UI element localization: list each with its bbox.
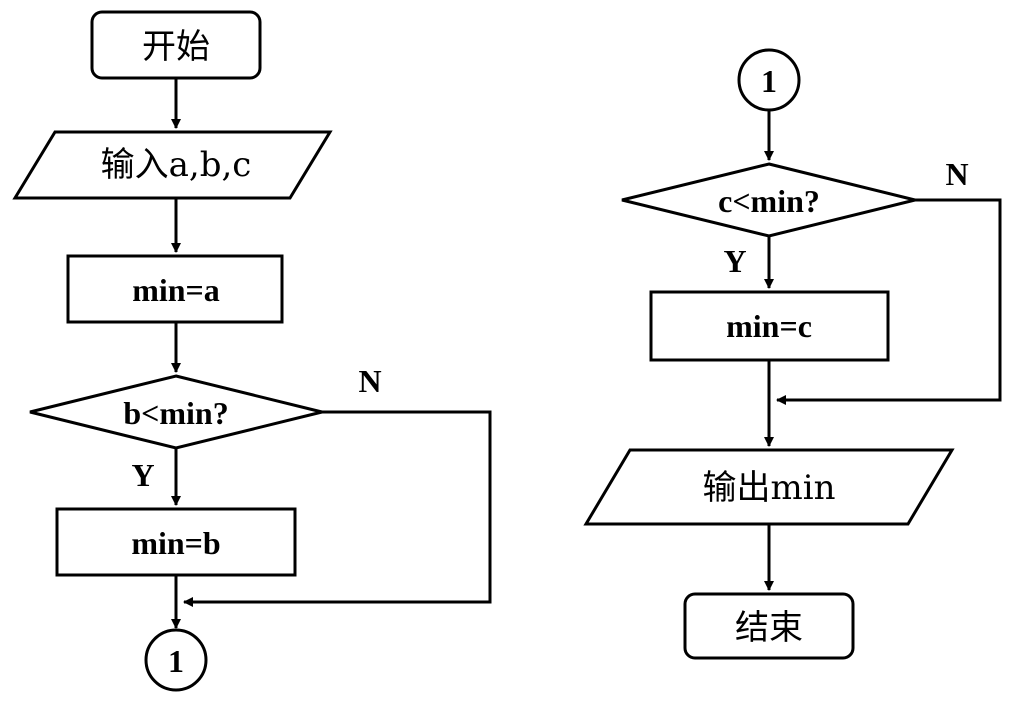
assign-c-node <box>649 290 890 362</box>
input-node <box>12 130 333 200</box>
assign-c-label: min=c <box>726 308 812 344</box>
input-label: 输入a,b,c <box>101 145 252 185</box>
start-label: 开始 <box>142 27 210 67</box>
decision-c-yes-label: Y <box>723 243 746 279</box>
right-connector-label: 1 <box>761 63 777 99</box>
decision-c-label: c<min? <box>718 183 820 219</box>
end-node <box>683 592 855 660</box>
decision-b-yes-label: Y <box>131 457 154 493</box>
left-connector-node <box>144 628 208 692</box>
output-label: 输出min <box>702 468 835 508</box>
end-label: 结束 <box>735 608 803 648</box>
decision-c-no-label: N <box>945 156 968 192</box>
assign-a-node <box>66 254 284 324</box>
left-connector-label: 1 <box>168 643 184 679</box>
left-flowchart: 开始 输入a,b,c min=a b<min? N Y min=b 1 <box>12 10 492 692</box>
assign-b-label: min=b <box>131 525 220 561</box>
arrow-decision-c-no-branch <box>776 198 1002 405</box>
arrow-decision-b-no-branch <box>183 410 492 607</box>
decision-b-no-label: N <box>358 363 381 399</box>
right-flowchart: 1 c<min? N Y min=c 输出min 结束 <box>583 48 1002 660</box>
output-node <box>583 448 955 526</box>
assign-a-label: min=a <box>132 272 220 308</box>
decision-b-label: b<min? <box>123 395 228 431</box>
